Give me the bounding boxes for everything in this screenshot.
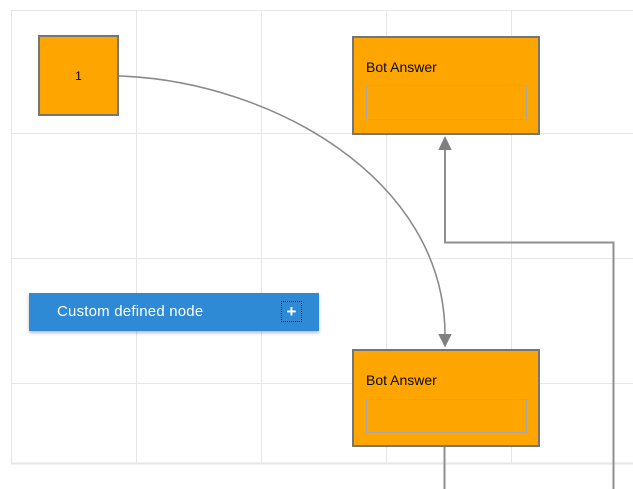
bot-answer-title: Bot Answer	[366, 372, 437, 388]
connector-bezier[interactable]	[118, 75, 452, 348]
connector-orthogonal-path[interactable]	[444, 149, 615, 489]
arrowhead-down	[438, 334, 452, 348]
connector-bezier-path[interactable]	[118, 75, 446, 336]
bot-answer-input[interactable]	[366, 399, 527, 433]
start-node[interactable]: 1	[38, 35, 119, 116]
add-plus-icon[interactable]: +	[281, 301, 302, 322]
arrowhead-up	[438, 136, 452, 150]
plus-glyph: +	[286, 302, 297, 321]
bot-answer-node-top[interactable]: Bot Answer	[352, 36, 540, 135]
custom-defined-node-label: Custom defined node	[57, 303, 204, 320]
bot-answer-title: Bot Answer	[366, 59, 437, 75]
bot-answer-node-bottom[interactable]: Bot Answer	[352, 349, 540, 447]
bot-answer-input[interactable]	[366, 85, 527, 120]
connector-orthogonal[interactable]	[438, 136, 615, 489]
custom-defined-node-button[interactable]: Custom defined node +	[29, 293, 319, 331]
start-node-label: 1	[75, 68, 82, 83]
